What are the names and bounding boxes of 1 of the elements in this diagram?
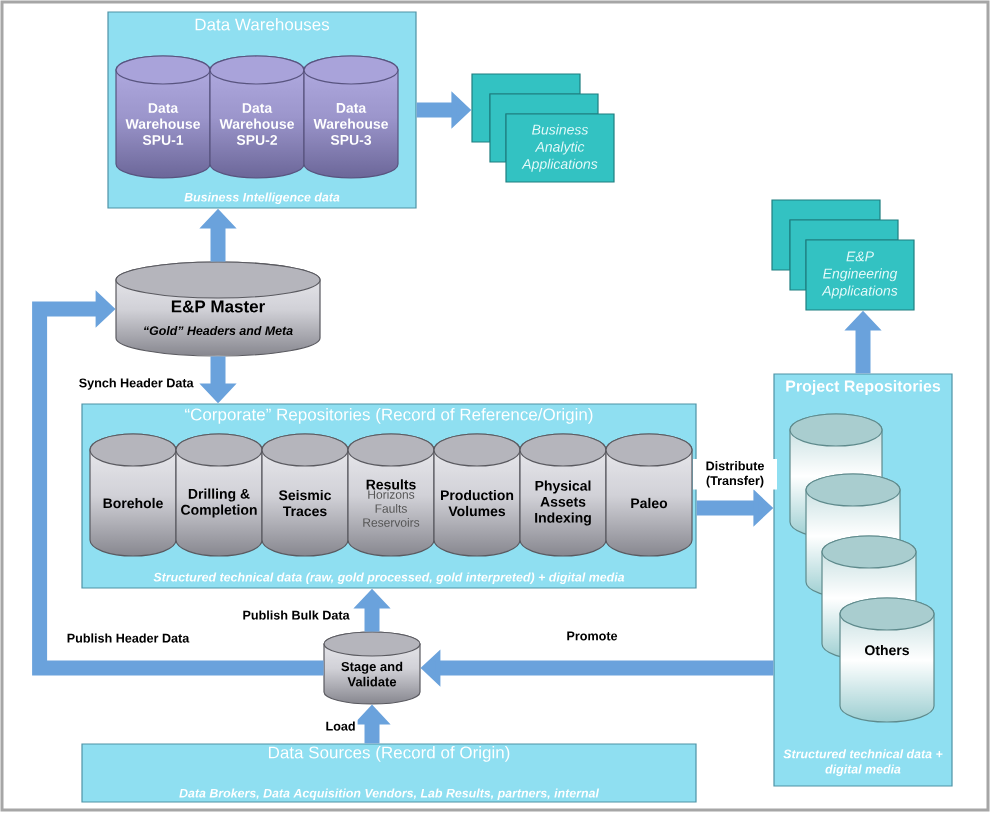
block-arrow <box>32 290 324 676</box>
